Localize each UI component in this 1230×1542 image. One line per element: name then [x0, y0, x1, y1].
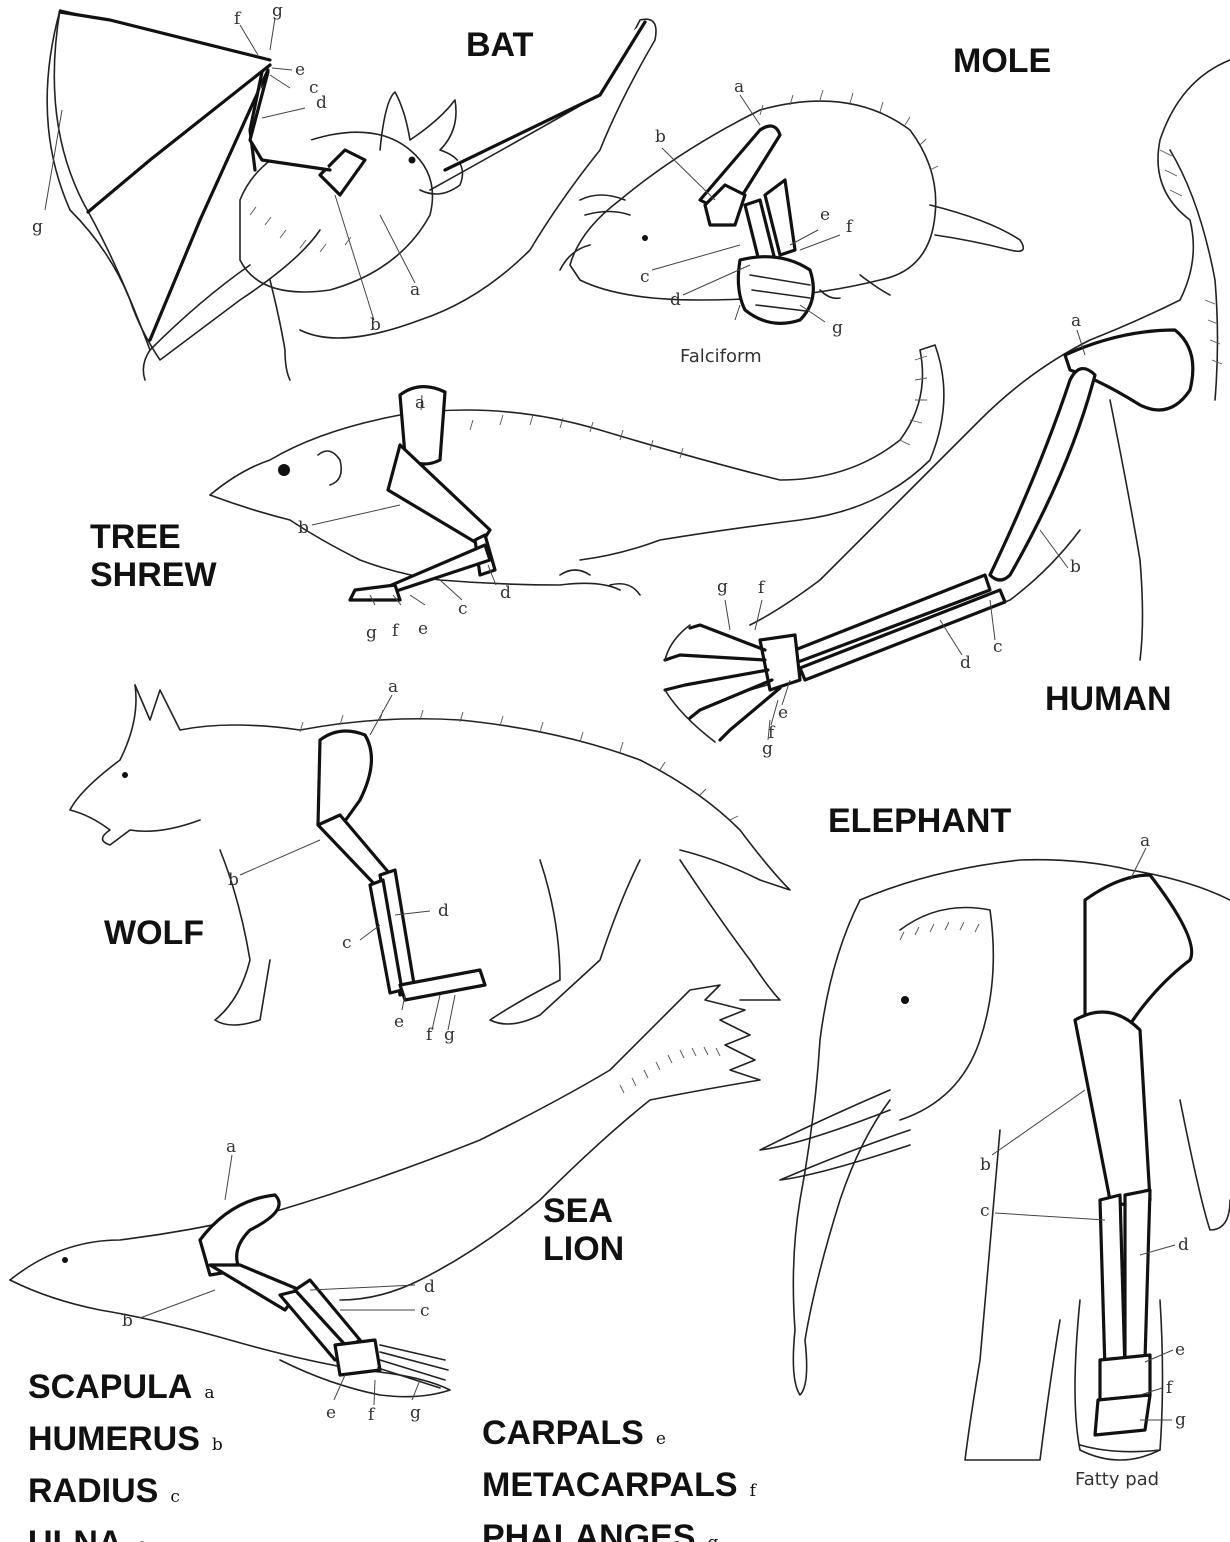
- bat-label-a: a: [410, 280, 420, 300]
- shrew-label-g: g: [366, 623, 377, 643]
- bone-key-right: CARPALS e METACARPALS f PHALANGES g: [482, 1410, 756, 1542]
- bat-label-g: g: [272, 1, 283, 21]
- key-metacarpals-name: METACARPALS: [482, 1466, 738, 1504]
- key-radius-letter: c: [170, 1487, 180, 1507]
- key-ulna-name: ULNA: [28, 1524, 122, 1542]
- wolf-title: WOLF: [104, 914, 204, 952]
- mole-label-a: a: [734, 77, 744, 97]
- sea-lion-title-line2: LION: [543, 1230, 624, 1268]
- key-ulna: ULNAd: [28, 1520, 223, 1542]
- fatty-pad-label: Fatty pad: [1075, 1469, 1159, 1490]
- sealion-label-e: e: [326, 1403, 336, 1423]
- elephant-label-a: a: [1140, 831, 1150, 851]
- sealion-label-d: d: [424, 1277, 435, 1297]
- bat-drawing: [47, 10, 656, 380]
- key-scapula-letter: a: [204, 1383, 214, 1403]
- human-label-a: a: [1071, 311, 1081, 331]
- mole-drawing: [560, 90, 1023, 323]
- sea-lion-title: SEA LION: [543, 1192, 624, 1268]
- sealion-label-c: c: [420, 1301, 430, 1321]
- wolf-label-e: e: [394, 1012, 404, 1032]
- bat-label-d: d: [316, 93, 327, 113]
- tree-shrew-title: TREE SHREW: [90, 518, 217, 594]
- key-carpals-name: CARPALS: [482, 1414, 644, 1452]
- sealion-label-f: f: [368, 1405, 376, 1425]
- key-phalanges-letter: g: [707, 1533, 718, 1542]
- key-humerus: HUMERUS b: [28, 1416, 223, 1468]
- elephant-drawing: [760, 860, 1230, 1460]
- mole-label-d: d: [670, 290, 681, 310]
- elephant-label-f: f: [1166, 1378, 1174, 1398]
- key-carpals-letter: e: [656, 1429, 666, 1449]
- sealion-label-a: a: [226, 1137, 236, 1157]
- elephant-title: ELEPHANT: [828, 802, 1011, 840]
- wolf-label-g: g: [444, 1025, 455, 1045]
- mole-label-g: g: [832, 318, 843, 338]
- key-scapula: SCAPULA a: [28, 1364, 223, 1416]
- bone-key-left: SCAPULA a HUMERUS b RADIUS c ULNAd: [28, 1364, 223, 1542]
- shrew-label-c: c: [458, 599, 468, 619]
- shrew-label-e: e: [418, 619, 428, 639]
- human-label-b: b: [1070, 557, 1081, 577]
- sealion-label-g: g: [410, 1403, 421, 1423]
- key-metacarpals: METACARPALS f: [482, 1462, 756, 1514]
- shrew-label-a: a: [415, 393, 425, 413]
- key-humerus-letter: b: [212, 1435, 223, 1455]
- tree-shrew-title-line2: SHREW: [90, 556, 217, 594]
- elephant-label-b: b: [980, 1155, 991, 1175]
- shrew-label-f: f: [392, 621, 400, 641]
- elephant-label-c: c: [980, 1201, 990, 1221]
- human-label-f2: f: [758, 578, 766, 598]
- mole-title: MOLE: [953, 42, 1051, 80]
- elephant-label-g: g: [1175, 1410, 1186, 1430]
- human-label-d: d: [960, 653, 971, 673]
- key-radius: RADIUS c: [28, 1468, 223, 1520]
- human-label-g2: g: [717, 577, 728, 597]
- key-humerus-name: HUMERUS: [28, 1420, 200, 1458]
- key-radius-name: RADIUS: [28, 1472, 158, 1510]
- wolf-label-b: b: [228, 870, 239, 890]
- sealion-label-b: b: [122, 1311, 133, 1331]
- mole-label-f: f: [846, 217, 854, 237]
- human-label-e: e: [778, 703, 788, 723]
- bat-label-b: b: [370, 315, 381, 335]
- bat-label-e: e: [295, 60, 305, 80]
- human-label-g: g: [762, 739, 773, 759]
- shrew-label-d: d: [500, 583, 511, 603]
- mole-label-e: e: [820, 205, 830, 225]
- key-metacarpals-letter: f: [750, 1481, 756, 1501]
- key-scapula-name: SCAPULA: [28, 1368, 192, 1406]
- mole-label-b: b: [655, 127, 666, 147]
- tree-shrew-drawing: [210, 345, 944, 600]
- key-phalanges-name: PHALANGES: [482, 1518, 695, 1542]
- mole-label-c: c: [640, 267, 650, 287]
- sea-lion-drawing: [10, 985, 760, 1397]
- wolf-label-a: a: [388, 677, 398, 697]
- wolf-drawing: [70, 685, 790, 1025]
- sea-lion-title-line1: SEA: [543, 1192, 624, 1230]
- human-title: HUMAN: [1045, 680, 1172, 718]
- key-phalanges: PHALANGES g: [482, 1514, 756, 1542]
- key-carpals: CARPALS e: [482, 1410, 756, 1462]
- bat-title: BAT: [466, 26, 533, 64]
- tree-shrew-title-line1: TREE: [90, 518, 217, 556]
- bat-label-g2: g: [32, 217, 43, 237]
- falciform-label: Falciform: [680, 346, 762, 367]
- wolf-label-c: c: [342, 933, 352, 953]
- wolf-label-d: d: [438, 901, 449, 921]
- elephant-label-d: d: [1178, 1235, 1189, 1255]
- human-label-c: c: [993, 637, 1003, 657]
- elephant-label-e: e: [1175, 1340, 1185, 1360]
- shrew-label-b: b: [298, 518, 309, 538]
